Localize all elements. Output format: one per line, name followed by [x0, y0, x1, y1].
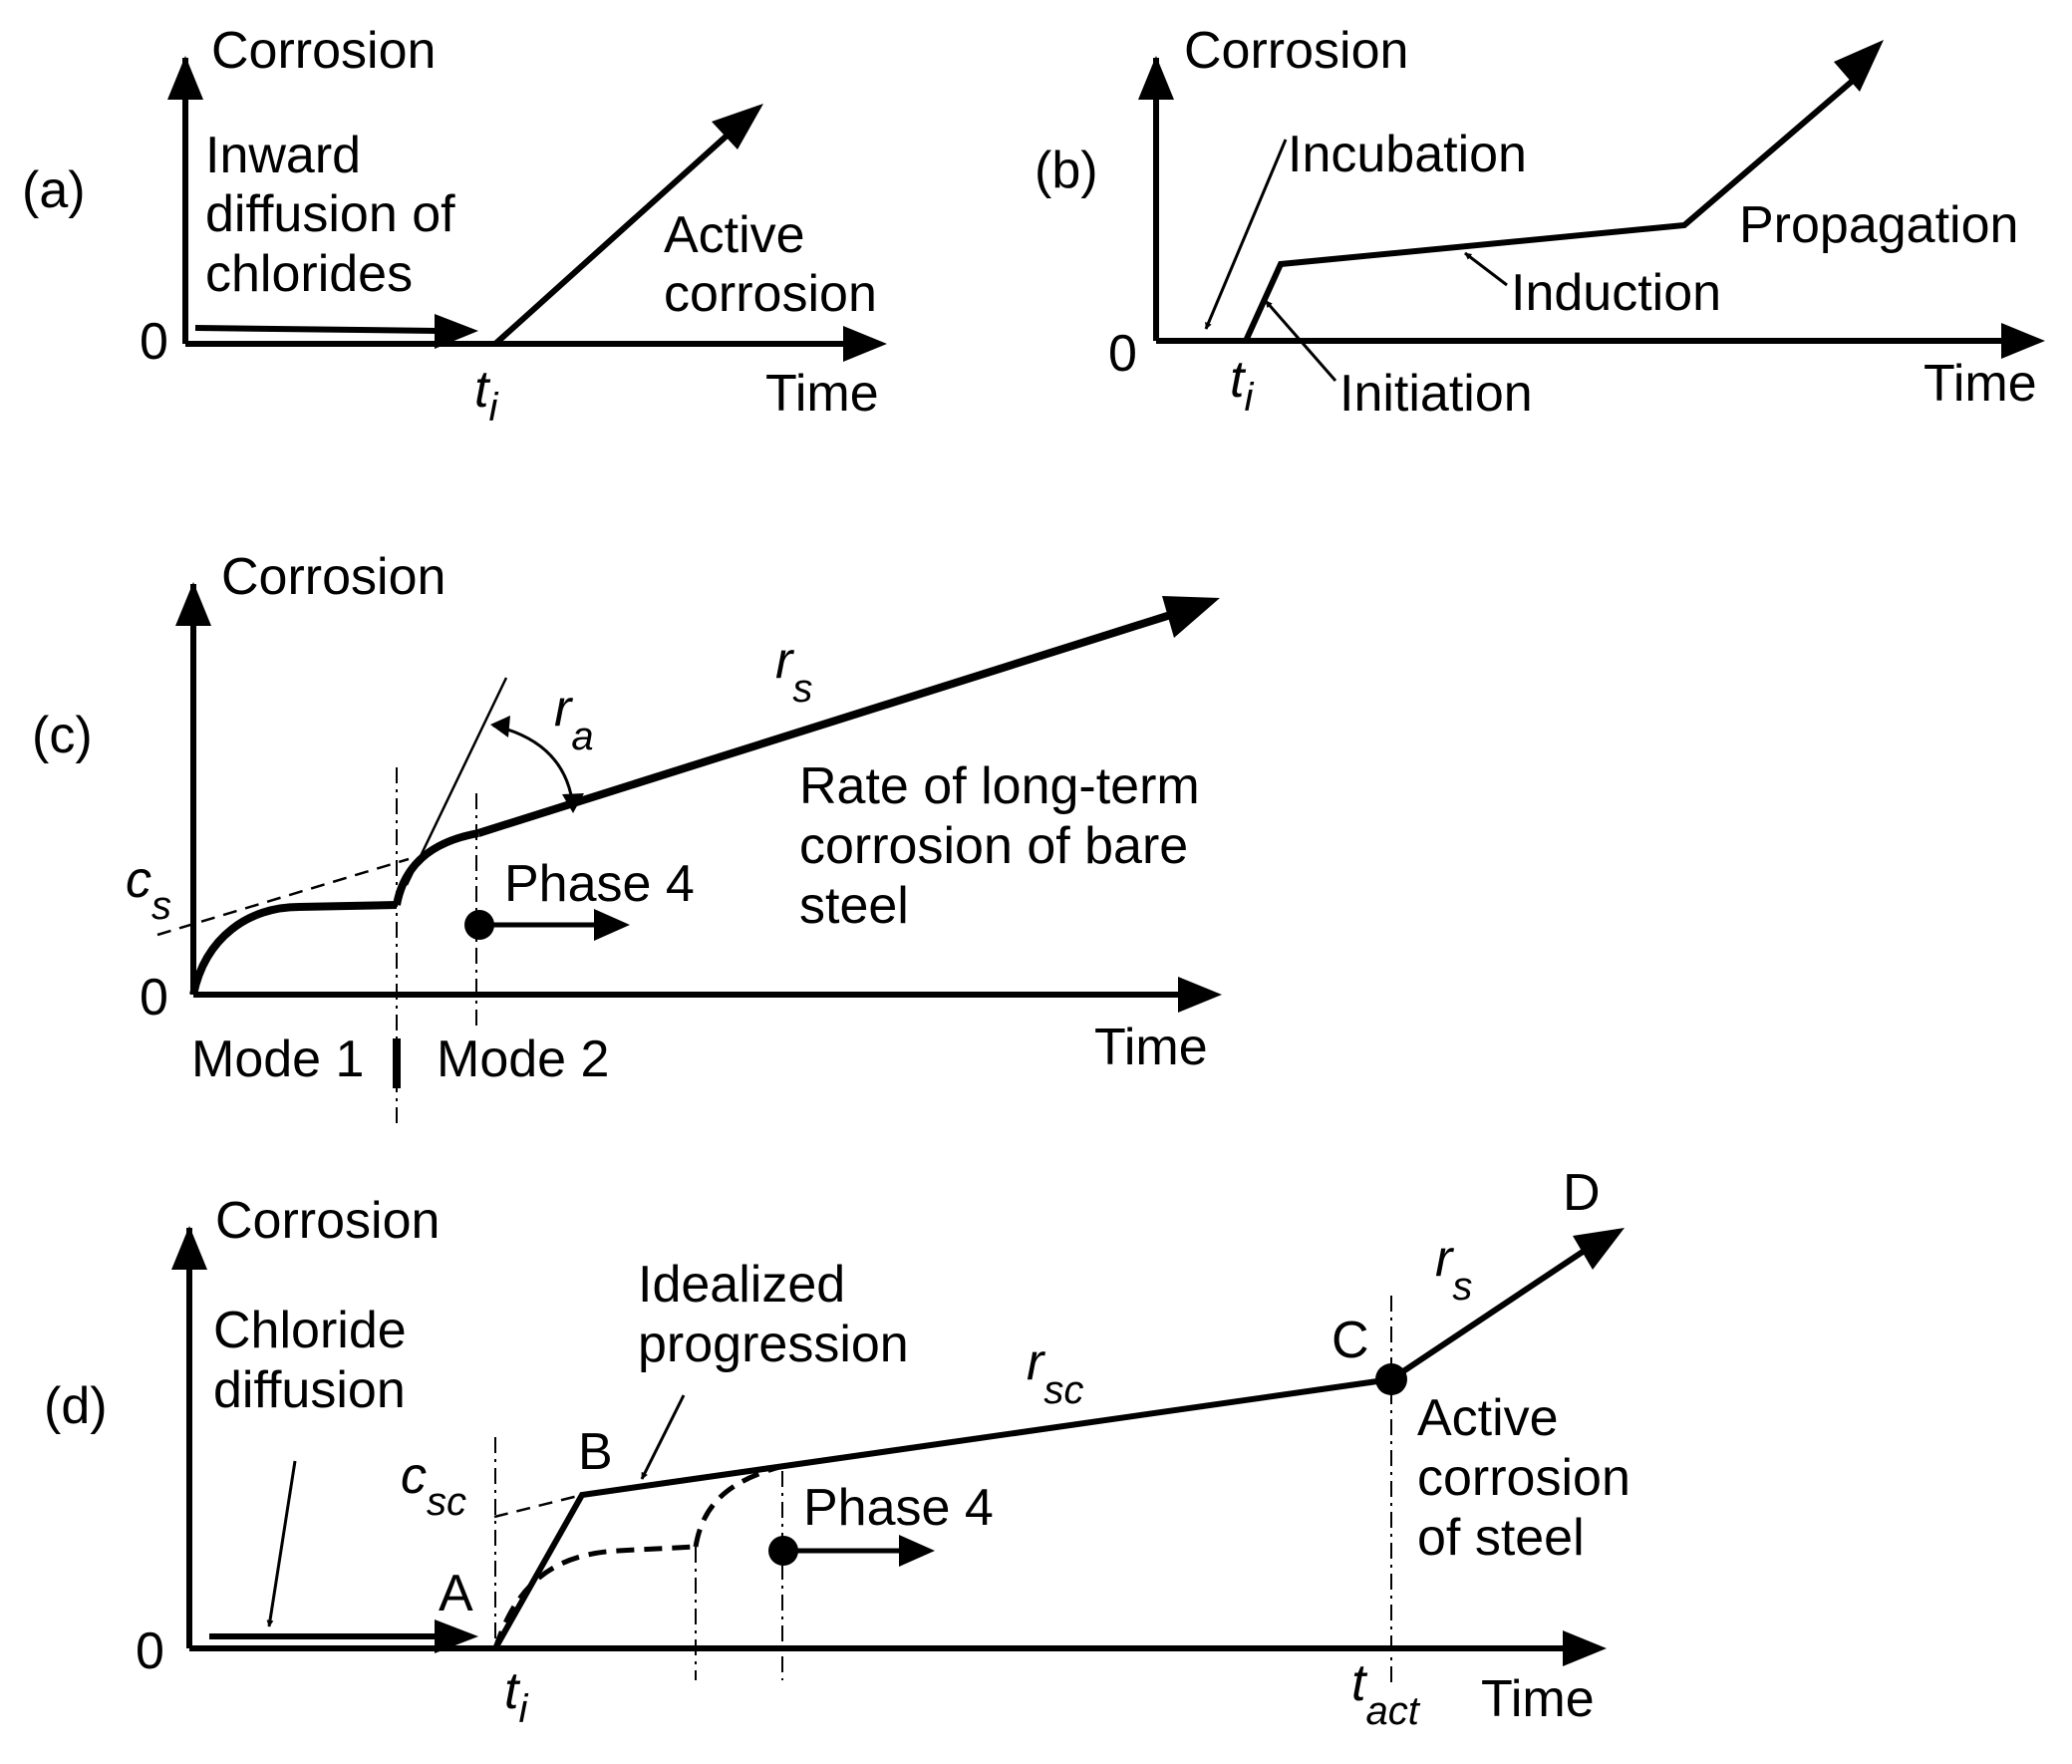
panel-c-mode1-label: Mode 1: [191, 1030, 364, 1088]
panel-c-tangent-line: [405, 677, 508, 886]
panel-c-angle-arc: [492, 724, 575, 808]
panel-b-induction-label: Induction: [1511, 264, 1721, 322]
panel-d-active-line1: Active: [1417, 1389, 1559, 1447]
panel-c-rate-line1: Rate of long-term: [799, 757, 1200, 815]
panel-b-incubation-pointer: [1204, 139, 1288, 330]
panel-c-rs-line: [476, 608, 1182, 837]
panel-a-diffusion-line1: Inward: [205, 127, 361, 184]
panel-a: (a) Corrosion Time 0 Inward diffusion of…: [22, 22, 887, 430]
panel-b-ti-label: ti: [1230, 351, 1254, 420]
panel-c-mode1-curve: [189, 901, 398, 996]
panel-d-dashed-curve-1: [492, 1544, 697, 1649]
panel-a-zero: 0: [140, 313, 168, 371]
panel-d-csc-dashed: [493, 1493, 583, 1519]
panel-b-initiation-label: Initiation: [1339, 365, 1533, 423]
panel-d-idealized-line2: progression: [638, 1316, 909, 1373]
panel-d-phase4-label: Phase 4: [803, 1479, 994, 1537]
panel-a-active-line2: corrosion: [664, 265, 877, 323]
panel-b-initiation-pointer: [1264, 300, 1337, 382]
panel-c-mode2-curve: [393, 829, 479, 906]
panel-b-y-label: Corrosion: [1184, 22, 1408, 80]
panel-d-point-c: C: [1332, 1312, 1369, 1369]
panel-d-dashed-curve-2: [693, 1462, 788, 1548]
panel-d-diffusion-arrowhead: [435, 1619, 478, 1653]
panel-a-x-label: Time: [765, 365, 879, 423]
panel-d-point-a: A: [439, 1565, 473, 1622]
panel-d-tact-label: tact: [1351, 1654, 1421, 1733]
panel-d-diffusion-pointer: [266, 1460, 297, 1627]
panel-b-incubation-label: Incubation: [1288, 126, 1527, 183]
panel-c-rs-label: rs: [775, 632, 812, 711]
panel-c-cs-label: cs: [126, 851, 171, 928]
panel-a-diffusion-arrowhead: [435, 314, 478, 349]
panel-c-angle-arrowhead-2: [562, 793, 584, 813]
panel-b-x-axis-arrowhead: [2001, 323, 2045, 359]
panel-a-diffusion-arrow: [194, 325, 440, 334]
panel-c-x-label: Time: [1094, 1019, 1208, 1076]
panel-d-point-d: D: [1563, 1164, 1601, 1222]
panel-d: (d) Corrosion Time 0 Chloride diffusion …: [44, 1164, 1630, 1733]
panel-a-y-axis-arrowhead: [167, 56, 203, 100]
panel-a-x-axis-arrowhead: [843, 326, 887, 362]
panel-b-x-label: Time: [1924, 355, 2037, 413]
panel-c-mode2-label: Mode 2: [437, 1030, 609, 1088]
panel-c-rate-line2: corrosion of bare: [799, 817, 1188, 875]
panel-c: (c) Corrosion Time 0 Phase 4 cs: [32, 548, 1222, 1124]
panel-d-x-label: Time: [1481, 1670, 1595, 1728]
panel-a-tag: (a): [22, 161, 86, 219]
panel-d-idealized-curve: [492, 1376, 1392, 1650]
panel-a-active-line: [492, 127, 737, 347]
panel-a-diffusion-line3: chlorides: [205, 245, 413, 303]
panel-c-x-axis-arrowhead: [1178, 977, 1222, 1013]
panel-d-rsc-label: rsc: [1027, 1333, 1083, 1412]
panel-c-rs-arrowhead: [1162, 596, 1220, 638]
panel-a-ti-label: ti: [474, 361, 498, 430]
panel-d-rs-line: [1389, 1245, 1591, 1382]
panel-a-diffusion-line2: diffusion of: [205, 185, 455, 243]
panel-d-ti-label: ti: [504, 1662, 528, 1731]
panel-d-chloride-line1: Chloride: [213, 1302, 407, 1359]
panel-c-phase4-arrowhead: [594, 909, 630, 941]
panel-d-y-label: Corrosion: [215, 1192, 440, 1250]
panel-d-tag: (d): [44, 1377, 108, 1435]
panel-b-zero: 0: [1108, 325, 1137, 383]
panel-b-y-axis-arrowhead: [1138, 56, 1174, 100]
panel-d-active-line2: corrosion: [1417, 1449, 1630, 1507]
panel-b-tag: (b): [1035, 142, 1098, 199]
panel-d-active-line3: of steel: [1417, 1509, 1585, 1567]
panel-c-zero: 0: [140, 969, 168, 1027]
panel-d-rs-label: rs: [1435, 1230, 1472, 1309]
panel-c-rate-line3: steel: [799, 877, 909, 935]
panel-d-point-b: B: [578, 1423, 613, 1481]
panel-d-y-axis-arrowhead: [171, 1226, 207, 1270]
panel-a-y-label: Corrosion: [211, 22, 436, 80]
panel-d-csc-label: csc: [401, 1447, 466, 1524]
panel-a-active-line1: Active: [664, 206, 805, 264]
panel-d-idealized-line1: Idealized: [638, 1256, 845, 1314]
panel-d-zero: 0: [136, 1622, 164, 1680]
panel-d-rs-arrowhead: [1573, 1228, 1625, 1270]
panel-c-asymptote-dashed: [156, 857, 410, 937]
panel-b: (b) Corrosion Time 0 Incubation Initiati…: [1035, 22, 2045, 423]
panel-c-angle-arrowhead-1: [490, 716, 510, 737]
panel-d-x-axis-arrowhead: [1563, 1630, 1607, 1666]
panel-a-active-arrowhead: [712, 104, 763, 149]
panel-c-tag: (c): [32, 707, 93, 764]
panel-b-propagation-label: Propagation: [1739, 196, 2018, 254]
panel-c-y-axis-arrowhead: [175, 582, 211, 626]
panel-d-idealized-pointer: [640, 1394, 686, 1480]
panel-b-induction-pointer: [1464, 251, 1508, 287]
panel-d-phase4-arrowhead: [899, 1535, 935, 1567]
panel-c-y-label: Corrosion: [221, 548, 445, 606]
panel-b-curve: [1243, 77, 1856, 343]
panel-b-propagation-arrowhead: [1834, 40, 1884, 92]
panel-d-chloride-line2: diffusion: [213, 1361, 406, 1419]
panel-c-phase4-label: Phase 4: [504, 855, 695, 913]
panel-c-ra-label: ra: [554, 680, 594, 758]
